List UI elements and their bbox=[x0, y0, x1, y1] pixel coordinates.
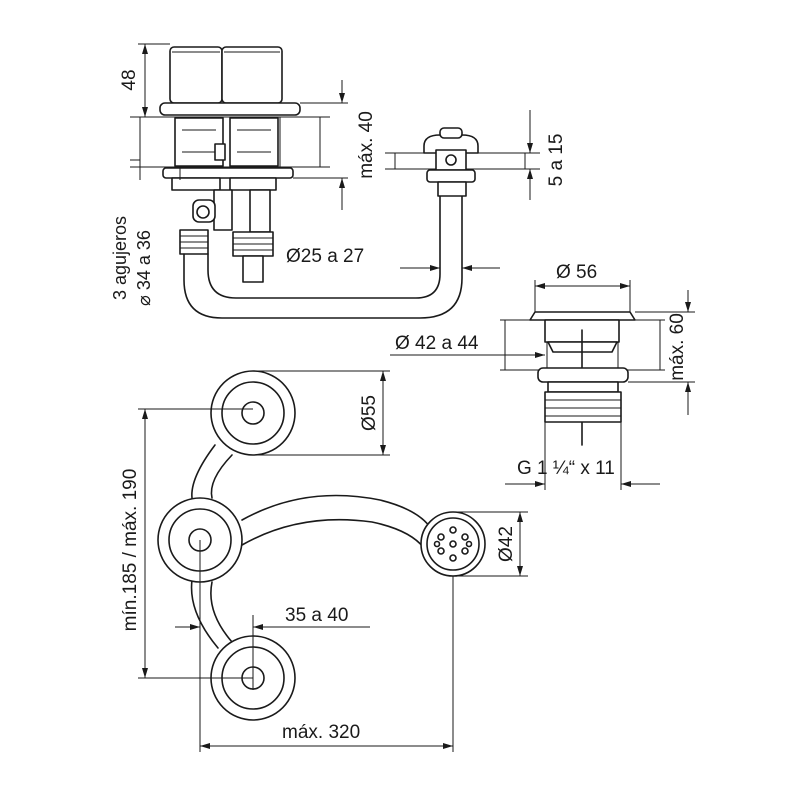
side-view-mixer bbox=[130, 46, 330, 283]
dim-drain-hole: Ø 42 a 44 bbox=[390, 333, 545, 358]
label-max-320: máx. 320 bbox=[282, 722, 360, 743]
dim-max-40: máx. 40 bbox=[293, 80, 377, 210]
label-offset-35-40: 35 a 40 bbox=[285, 605, 348, 626]
label-handle-diameter: Ø55 bbox=[359, 395, 380, 431]
label-drain-max-60: máx. 60 bbox=[667, 313, 688, 381]
dim-holes: 3 agujeros ⌀ 34 a 36 bbox=[110, 159, 181, 306]
label-holes-count: 3 agujeros bbox=[110, 216, 130, 300]
dim-vertical-spacing: mín.185 / máx. 190 bbox=[120, 408, 253, 679]
dim-drain-56: Ø 56 bbox=[534, 262, 631, 312]
label-max-40: máx. 40 bbox=[356, 111, 377, 179]
label-drain-top-diameter: Ø 56 bbox=[556, 262, 597, 283]
side-view-spout bbox=[385, 127, 530, 197]
connecting-pipe bbox=[183, 194, 463, 319]
label-spout-diameter: Ø42 bbox=[496, 526, 517, 562]
dim-drain-max-60: máx. 60 bbox=[628, 290, 695, 415]
dim-deck-thickness: 5 a 15 bbox=[520, 110, 567, 200]
label-drain-hole-diameter: Ø 42 a 44 bbox=[395, 333, 479, 354]
top-view bbox=[157, 370, 486, 721]
label-pipe-diameter: Ø25 a 27 bbox=[286, 246, 364, 267]
dim-max-320: máx. 320 bbox=[200, 576, 454, 752]
dim-drain-thread: G 1 ¼“ x 11 bbox=[505, 422, 660, 490]
label-spacing-vertical: mín.185 / máx. 190 bbox=[120, 469, 141, 632]
label-knob-height: 48 bbox=[119, 69, 140, 90]
label-drain-thread: G 1 ¼“ x 11 bbox=[517, 458, 615, 479]
dim-handle-55: Ø55 bbox=[253, 370, 390, 456]
label-holes-diameter: ⌀ 34 a 36 bbox=[134, 230, 154, 306]
dim-spout-42: Ø42 bbox=[453, 511, 528, 577]
dim-knob-height: 48 bbox=[119, 43, 170, 118]
label-deck-5-15: 5 a 15 bbox=[546, 134, 567, 187]
drain-valve bbox=[500, 311, 665, 446]
dim-offset-35-40: 35 a 40 bbox=[175, 540, 370, 752]
dim-pipe-diameter: Ø25 a 27 bbox=[286, 246, 500, 271]
